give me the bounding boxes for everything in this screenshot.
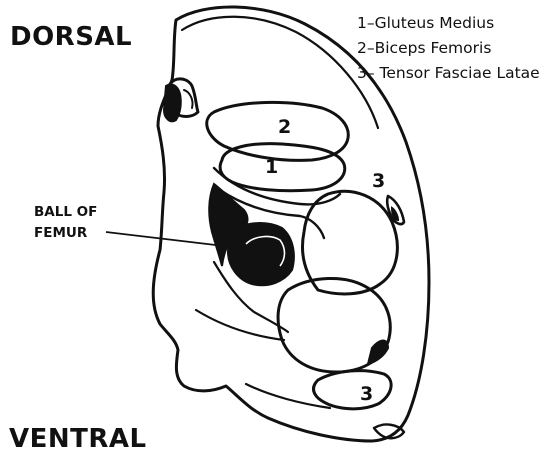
ball-of-femur-label-line2: FEMUR [34,223,97,244]
legend-item-biceps-femoris: 2–Biceps Femoris [357,36,540,61]
dorsal-dark-mark [164,84,181,121]
region-number-3-lower: 3 [360,383,373,405]
dorsal-inner-outline [182,17,378,128]
ball-of-femur-leader [106,232,224,246]
legend-item-gluteus-medius: 1–Gluteus Medius [357,11,540,36]
dorsal-tail-notch [184,90,193,108]
separator-mid [196,310,284,340]
region-number-1: 1 [265,156,278,178]
dorsal-label: DORSAL [10,22,132,52]
ball-of-femur-label-line1: BALL OF [34,202,97,223]
region-number-2: 2 [278,116,291,138]
legend-item-tensor-fasciae-latae: 3– Tensor Fasciae Latae [357,61,540,86]
ball-of-femur-label: BALL OF FEMUR [34,202,97,244]
legend: 1–Gluteus Medius 2–Biceps Femoris 3– Ten… [357,11,540,86]
tensor-lower-outline [314,371,392,409]
ventral-label: VENTRAL [9,424,147,454]
region-number-3-upper: 3 [372,170,385,192]
dark-wedge [368,341,388,365]
